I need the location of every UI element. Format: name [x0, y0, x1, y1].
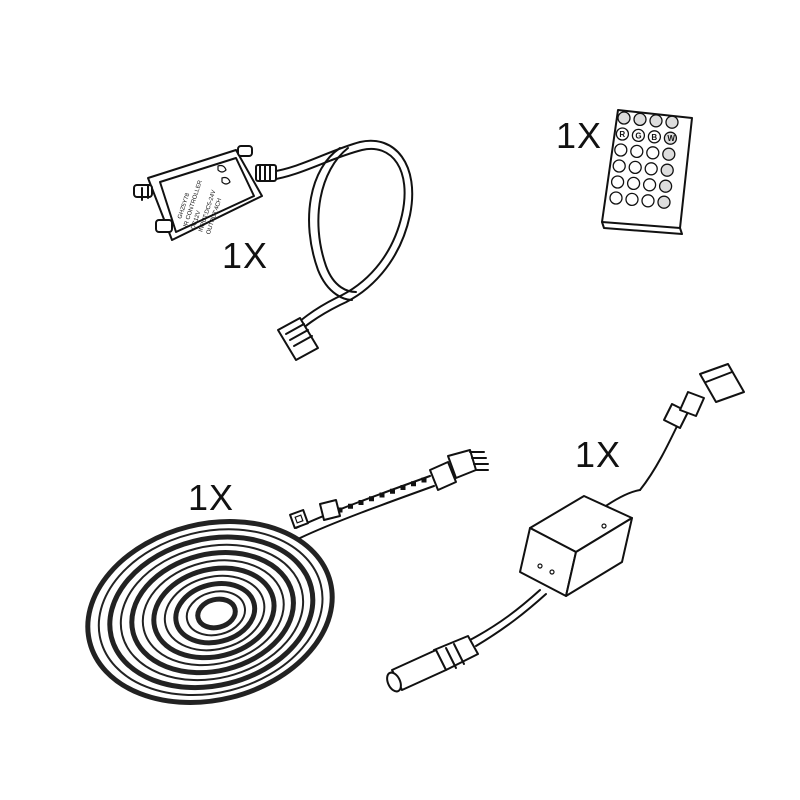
- remote-button: [615, 127, 630, 141]
- reel-coil: [151, 565, 277, 661]
- strip-led: [421, 477, 427, 483]
- strip-led: [369, 496, 374, 502]
- reel-coil: [141, 559, 285, 667]
- reel-coil: [107, 534, 316, 691]
- remote-button: [609, 191, 623, 205]
- remote-key-label: R: [619, 130, 625, 139]
- remote-button: [663, 131, 678, 145]
- reel-coil: [173, 581, 258, 646]
- reel-coil: [195, 596, 238, 631]
- remote-button: [631, 128, 646, 143]
- remote-button: [665, 115, 679, 129]
- remote-button: [647, 130, 662, 144]
- remote-button: [626, 176, 641, 191]
- led-strip-reel-illustration: [85, 449, 489, 706]
- strip-led: [390, 488, 395, 494]
- remote-button: [644, 162, 658, 176]
- reel-coil: [119, 543, 305, 682]
- remote-button: [630, 144, 644, 159]
- remote-button: [617, 111, 631, 125]
- remote-button: [628, 160, 642, 175]
- strip-led: [400, 485, 406, 490]
- remote-button: [657, 195, 671, 209]
- remote-button: [612, 159, 626, 173]
- reel-coil: [97, 528, 324, 697]
- ir-controller-illustration: GHZ5Y78 IR CONTROLLER DC12V INPUT:DC5-24…: [133, 139, 414, 361]
- remote-button: [660, 163, 674, 177]
- remote-button: [662, 147, 676, 161]
- controller-label-text: DC12V: [191, 210, 203, 230]
- strip-led: [337, 507, 343, 513]
- remote-button: [642, 178, 657, 192]
- strip-led: [379, 492, 385, 498]
- power-adapter-illustration: [386, 363, 745, 693]
- remote-button: [633, 112, 647, 127]
- remote-quantity-label: 1X: [556, 115, 603, 156]
- strip-led: [411, 481, 416, 487]
- reel-coil: [85, 518, 335, 706]
- power-adapter-quantity-label: 1X: [575, 434, 622, 475]
- remote-key-label: G: [635, 131, 641, 140]
- led-strip-quantity-label: 1X: [188, 477, 235, 518]
- remote-button: [641, 194, 655, 208]
- strip-led: [348, 503, 353, 509]
- remote-button: [610, 175, 625, 189]
- remote-button: [646, 146, 660, 160]
- remote-key-label: B: [651, 133, 657, 142]
- controller-quantity-label: 1X: [222, 235, 269, 276]
- reel-coil: [129, 550, 296, 676]
- remote-key-label: W: [667, 134, 675, 143]
- reel-coil: [163, 574, 266, 652]
- strip-led: [358, 500, 364, 505]
- reel-coil: [185, 590, 246, 637]
- remote-button: [658, 179, 673, 193]
- remote-button: [625, 192, 639, 207]
- remote-button: [649, 114, 663, 128]
- remote-button: [614, 143, 628, 157]
